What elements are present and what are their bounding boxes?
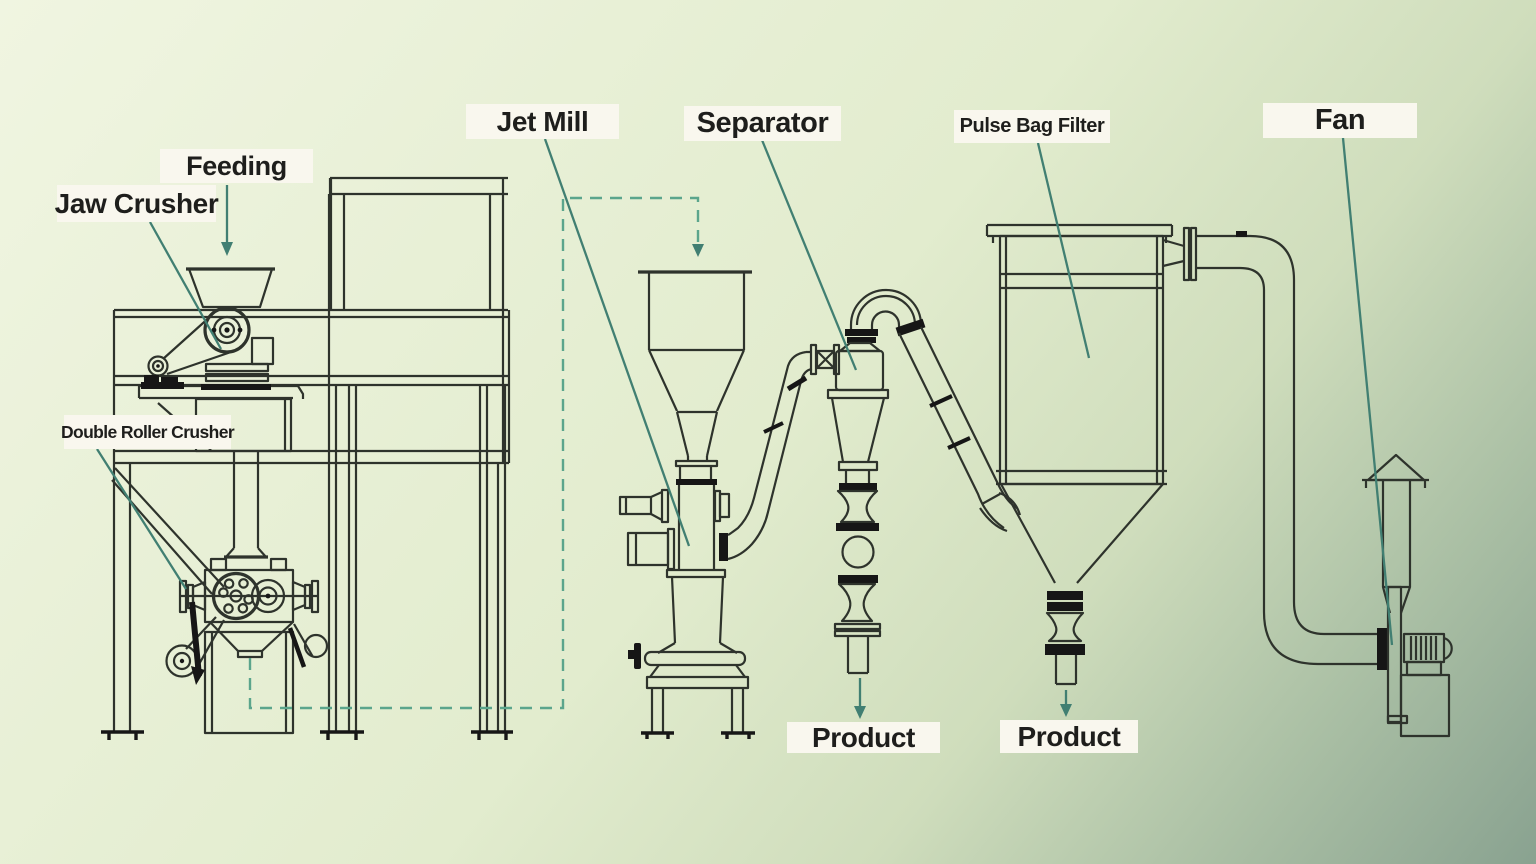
pulse-bag-filter-leader: [1036, 142, 1091, 359]
separator-to-filter-pipe: [898, 326, 1022, 533]
jet-mill-drawing: [618, 270, 755, 739]
flywheel: [203, 306, 251, 354]
fan-drawing: [1362, 453, 1453, 738]
fan-pedestal: [1399, 673, 1451, 738]
jet-mill-body: [618, 485, 747, 669]
feeding-arrow: [221, 185, 233, 256]
fan-inlet-flange: [1377, 628, 1387, 670]
fan-casing: [1386, 585, 1403, 724]
fan-label: Fan: [1263, 103, 1417, 138]
exhaust-duct: [1196, 231, 1379, 666]
filter-cone: [1000, 483, 1164, 584]
double-roller-crusher-drawing: [165, 451, 329, 735]
fan-stack: [1362, 453, 1429, 614]
jet-mill-label: Jet Mill: [466, 104, 619, 139]
valve: [809, 343, 841, 376]
separator-drawing: [826, 288, 926, 675]
jet-mill-hopper: [638, 270, 752, 485]
pulse-bag-filter-label: Pulse Bag Filter: [954, 110, 1110, 143]
product-arrow-left: [854, 678, 866, 719]
jaw-crusher-label: Jaw Crusher: [55, 185, 219, 222]
leader-lines: [96, 137, 1394, 719]
jet-mill-stand: [641, 664, 755, 739]
cyclone-cone: [830, 397, 886, 463]
jaw-crusher-hopper: [187, 267, 274, 309]
collection-bin: [203, 630, 295, 735]
pulse-bag-filter-drawing: [985, 223, 1198, 686]
double-roller-crusher-label: Double Roller Crusher: [61, 415, 235, 449]
shaft-bearings: [178, 579, 320, 614]
support-frame: [101, 176, 513, 740]
frame-legs: [101, 194, 513, 740]
fan-leader: [1341, 137, 1394, 646]
crusher-funnel: [209, 621, 294, 652]
cyclone-body: [834, 349, 885, 392]
jet-mill-to-separator-pipe: [727, 343, 841, 561]
right-roller: [250, 578, 286, 614]
crusher-belt-drive: [165, 601, 329, 685]
dashed-flow-line: [248, 196, 704, 710]
jet-mill-leader: [543, 138, 691, 547]
double-roller-crusher-leader: [96, 448, 187, 590]
frame-brace: [111, 467, 225, 595]
feeding-label: Feeding: [160, 149, 313, 183]
filter-outlet: [1162, 226, 1198, 282]
separator-label: Separator: [684, 106, 841, 141]
separator-leader: [760, 139, 858, 371]
product-label-left: Product: [787, 722, 940, 753]
product-arrow-right: [1060, 690, 1072, 717]
jaw-crusher-leader: [148, 221, 223, 350]
u-bend-pipe: [849, 288, 926, 337]
jaw-crusher-drawing: [141, 267, 275, 390]
product-label-right: Product: [1000, 720, 1138, 753]
filter-discharge-stack: [1045, 591, 1085, 686]
gantry-frame: [328, 176, 508, 310]
fan-motor: [1402, 632, 1453, 677]
separator-discharge-stack: [833, 489, 882, 675]
motor-base: [141, 382, 184, 389]
